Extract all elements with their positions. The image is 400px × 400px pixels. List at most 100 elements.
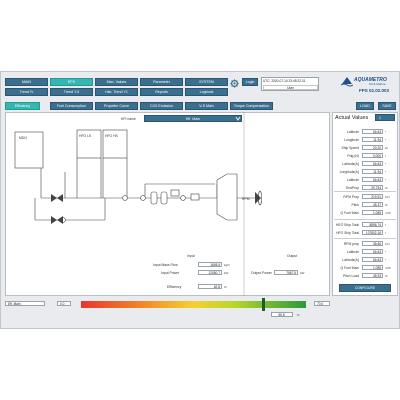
- actual-values-separator: [334, 238, 396, 239]
- actual-values-select-value: 1: [379, 116, 381, 120]
- kpi-select[interactable]: Eff. Main: [144, 115, 242, 122]
- filter-2: [160, 191, 168, 205]
- actual-value-field: 20.20: [362, 145, 383, 150]
- efficiency-marker: [261, 298, 265, 311]
- actual-value-label: RPM prop: [343, 242, 359, 246]
- actual-value-label: Longitude(A): [339, 170, 359, 174]
- tab-torque-compensation[interactable]: Torque Compensation: [230, 102, 273, 110]
- actual-value-label: HFO Ship Total: [336, 231, 359, 235]
- actual-value-unit: %: [385, 203, 388, 207]
- actual-value-field: 35.66: [362, 241, 383, 246]
- actual-value-field: 45.37: [362, 202, 383, 207]
- actual-value-unit: °: [385, 250, 387, 254]
- actual-value-field: 54.63: [362, 249, 383, 254]
- output-power-value: 7567.5: [274, 270, 298, 275]
- actual-value-label: Pitch Load: [342, 274, 359, 278]
- actual-value-field: 54.63: [362, 177, 383, 182]
- tab-efficiency[interactable]: Efficiency: [5, 102, 40, 110]
- actual-value-field: 54.63: [362, 161, 383, 166]
- chevron-down-icon: [235, 116, 241, 121]
- actual-value-label: Q Fuel Main: [340, 266, 359, 270]
- kpi-name-field: Eff. Main: [5, 301, 45, 306]
- actual-value-label: Pitch: [351, 203, 359, 207]
- propeller-icon: [258, 190, 262, 206]
- actual-value-field: 11.94: [362, 137, 383, 142]
- actual-value-unit: m³/h: [385, 266, 391, 270]
- actual-value-label: TestProp: [345, 186, 359, 190]
- actual-value-unit: t: [385, 154, 386, 158]
- actual-value-field: 107802.16: [362, 230, 383, 235]
- valve-1: [51, 194, 63, 202]
- propeller-shaft-icon: [255, 192, 261, 204]
- actual-value-field: 1.085: [362, 210, 383, 215]
- tab-co2-emission[interactable]: CO2 Emission: [140, 102, 183, 110]
- application-window: MAIN EPS Man. Values Parameter SYSTEM Tr…: [0, 71, 400, 329]
- nav-eps-button[interactable]: EPS: [50, 78, 93, 86]
- actual-value-unit: °: [385, 170, 387, 174]
- actual-value-label: Q Fuel Main: [340, 211, 359, 215]
- tab-propeller-curve[interactable]: Propeller Curve: [95, 102, 138, 110]
- kpi-max-field: 70.0: [314, 301, 330, 306]
- actual-value-unit: °: [385, 258, 387, 262]
- actual-value-field: 219.91: [362, 194, 383, 199]
- input-power-label: Input Power: [161, 271, 180, 275]
- actual-value-label: Latitude(A): [342, 258, 359, 262]
- load-button[interactable]: LOAD: [356, 102, 374, 110]
- actual-value-field: 54.63: [362, 257, 383, 262]
- actual-value-field: 1.085: [362, 265, 383, 270]
- version-label: FPS 02.02.003: [359, 88, 390, 93]
- actual-value-field: 54.63: [362, 129, 383, 134]
- actual-value-unit: kn: [385, 146, 389, 150]
- login-button[interactable]: Login: [242, 78, 258, 86]
- actual-value-unit: t: [385, 223, 386, 227]
- input-mass-flow-label: Input Mass Flow: [153, 263, 178, 267]
- nav-hist-trend-button[interactable]: Hist. Trend Y1: [95, 88, 138, 96]
- efficiency-unit: %: [224, 285, 227, 289]
- actual-value-unit: t: [385, 231, 386, 235]
- nav-trend-yr-button[interactable]: Trend Yr: [5, 88, 48, 96]
- main-panel: KPI name Eff. Main: [5, 112, 330, 296]
- nav-system-button[interactable]: SYSTEM: [185, 78, 228, 86]
- actual-value-label: RPM Prop: [343, 195, 359, 199]
- actual-value-field: 0.000: [362, 153, 383, 158]
- user-field: User: [263, 85, 318, 90]
- aquametro-logo-icon: [340, 75, 354, 87]
- rpm-label: RPM: [242, 197, 250, 201]
- actual-value-unit: °: [385, 138, 387, 142]
- tank-label-hfo-ls: HFO LS: [79, 134, 92, 138]
- nav-main-button[interactable]: MAIN: [5, 78, 48, 86]
- nav-parameter-button[interactable]: Parameter: [140, 78, 183, 86]
- actual-value-field: 8896.74: [362, 222, 383, 227]
- actual-value-label: Latitude: [346, 178, 359, 182]
- configure-button[interactable]: CONFIGURE: [339, 284, 391, 292]
- nav-reports-button[interactable]: Reports: [140, 88, 183, 96]
- datetime-text: UTC: 2020-07-14 23:45:22.31: [263, 79, 306, 83]
- nav-man-values-button[interactable]: Man. Values: [95, 78, 138, 86]
- hfo-ls-tank: [76, 129, 102, 159]
- efficiency-label: Efficiency: [167, 285, 182, 289]
- valve-2: [51, 216, 63, 224]
- input-power-unit: kW: [224, 271, 229, 275]
- nav-logbook-button[interactable]: Logbook: [185, 88, 228, 96]
- actual-value-label: Ship Speed: [341, 146, 359, 150]
- actual-value-unit: °: [385, 162, 387, 166]
- tab-fuel-consumption[interactable]: Fuel Consumption: [50, 102, 93, 110]
- actual-values-select[interactable]: 1: [375, 114, 395, 121]
- gear-icon[interactable]: [230, 79, 239, 88]
- tank-label-hfo-hs: HFO HS: [105, 134, 118, 138]
- flow-meter-1: [122, 195, 128, 201]
- actual-value-unit: °: [385, 178, 387, 182]
- output-power-label: Output Power: [251, 271, 272, 275]
- actual-value-field: 45.93: [362, 273, 383, 278]
- tab-vs-main[interactable]: V-S Main: [185, 102, 228, 110]
- input-power-value: 12050.7: [198, 270, 222, 275]
- tank-label-mdo: MDO: [19, 136, 27, 140]
- output-power-unit: kW: [300, 271, 305, 275]
- actual-value-label: HEO Ship Total: [335, 223, 359, 227]
- actual-value-unit: %: [385, 274, 388, 278]
- nav-trend-y0-button[interactable]: Trend Y-0: [50, 88, 93, 96]
- efficiency-gradient-bar: [81, 301, 306, 308]
- save-button[interactable]: SAVE: [378, 102, 396, 110]
- input-mass-flow-value: 1656.5: [198, 262, 222, 267]
- filter-1: [150, 191, 158, 205]
